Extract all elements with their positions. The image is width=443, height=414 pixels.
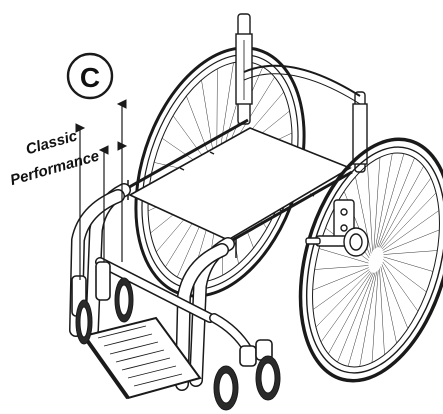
wheel-spoke [379,268,385,355]
badge-letter: C [80,62,100,93]
front-caster-left-a [71,275,93,345]
wheel-spoke [320,271,372,343]
wheel-spoke [378,157,415,248]
wheel-spoke [376,153,405,248]
label-performance: Performance [8,148,101,190]
wheel-spoke [383,229,440,253]
wheel-spoke [371,270,379,363]
wheel-spoke [312,267,369,291]
axle-hub [305,199,369,257]
wheel-spoke [380,266,397,344]
footrest [82,316,202,400]
wheel-spoke [373,157,381,250]
wheel-spoke [315,270,371,328]
seat-sling [123,118,353,258]
section-badge: C [66,52,114,100]
wheel-spoke [383,259,427,293]
wheel-spoke [359,271,377,367]
wheel-spoke [314,265,369,270]
wheel-spoke [367,165,373,252]
wheel-spoke [382,210,440,251]
wheel-spoke [381,192,437,250]
dimension-lines [75,99,128,280]
wheel-spoke [337,272,374,363]
front-caster-right-b [255,339,281,401]
wheel-spoke [318,248,369,264]
wheel-spoke [380,177,432,249]
wheel-spoke [328,272,373,354]
front-caster-right-a [213,345,257,411]
wheel-spoke [381,264,409,329]
wheel-spoke [383,250,438,255]
front-caster-left-b [95,261,134,323]
wheel-spoke [312,269,370,310]
wheel-spoke [375,153,393,249]
wheel-spoke [379,166,424,248]
wheel-spoke [382,261,419,312]
wheel-spoke [383,256,434,272]
wheel-spoke [347,272,376,367]
